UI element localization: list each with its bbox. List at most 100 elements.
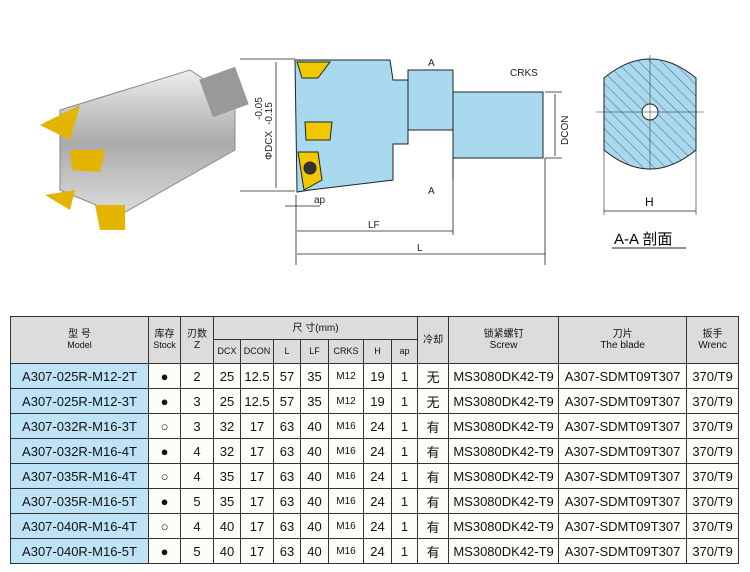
section-marker-top: A [428,58,435,69]
cell-cooling: 有 [417,413,450,439]
section-marker-bottom: A [428,186,435,197]
cell-model: A307-040R-M16-5T [10,538,149,564]
cell-dcx: 25 [213,388,241,414]
cell-z: 4 [180,513,214,539]
crks-label: CRKS [510,68,538,79]
cell-h: 24 [363,413,392,439]
cell-model: A307-035R-M16-5T [10,488,149,514]
header-l: L [273,339,301,364]
cell-ap: 1 [390,488,419,514]
cell-lf: 40 [300,513,329,539]
l-label: L [417,243,423,254]
cell-cooling: 有 [417,463,450,489]
cell-screw: MS3080DK42-T9 [448,438,560,464]
cell-blade: A307-SDMT09T307 [558,413,688,439]
cell-model: A307-035R-M16-4T [10,463,149,489]
cell-l: 63 [273,488,301,514]
header-ap: ap [390,339,419,364]
cell-lf: 40 [300,438,329,464]
cell-cooling: 有 [417,438,450,464]
dcx-label: ΦDCX [264,131,275,160]
cell-wrench: 370/T9 [686,413,740,439]
cell-lf: 40 [300,413,329,439]
cell-crks: M16 [328,438,364,464]
cell-blade: A307-SDMT09T307 [558,388,688,414]
cell-stock: ○ [148,413,181,439]
cell-h: 24 [363,513,392,539]
cell-blade: A307-SDMT09T307 [558,488,688,514]
side-view [294,59,544,193]
header-dimensions: 尺 寸(mm) [212,316,419,340]
cell-dcx: 35 [213,488,241,514]
cell-wrench: 370/T9 [686,513,740,539]
cell-l: 63 [273,463,301,489]
cell-model: A307-025R-M12-2T [10,363,149,389]
cell-model: A307-032R-M16-3T [10,413,149,439]
cell-lf: 40 [300,463,329,489]
cell-dcon: 17 [240,488,274,514]
header-crks: CRKS [328,339,364,364]
cell-cooling: 无 [417,388,450,414]
header-h: H [363,339,392,364]
cell-stock: ● [148,363,181,389]
cell-lf: 35 [300,363,329,389]
section-view: H A-A 剖面 [596,55,704,249]
cell-blade: A307-SDMT09T307 [558,513,688,539]
cell-lf: 40 [300,538,329,564]
cell-wrench: 370/T9 [686,363,740,389]
cell-crks: M16 [328,463,364,489]
tol-upper: -0.05 [254,97,265,120]
cell-dcx: 32 [213,438,241,464]
dimension-lines [240,58,562,265]
tool-drawing: ΦDCX -0.05 -0.15 A A CRKS DCON ap LF L H… [40,55,704,265]
cell-stock: ● [148,538,181,564]
cell-wrench: 370/T9 [686,438,740,464]
cell-wrench: 370/T9 [686,388,740,414]
cell-screw: MS3080DK42-T9 [448,538,560,564]
cell-dcon: 17 [240,538,274,564]
cell-z: 4 [180,438,214,464]
cell-blade: A307-SDMT09T307 [558,463,688,489]
ap-label: ap [314,195,326,206]
cell-model: A307-025R-M12-3T [10,388,149,414]
product-photo [40,66,249,230]
cell-cooling: 有 [417,513,450,539]
cell-l: 57 [273,363,301,389]
cell-wrench: 370/T9 [686,463,740,489]
cell-dcon: 17 [240,463,274,489]
cell-dcon: 12.5 [240,363,274,389]
cell-model: A307-032R-M16-4T [10,438,149,464]
cell-dcx: 25 [213,363,241,389]
cell-dcon: 17 [240,438,274,464]
cell-blade: A307-SDMT09T307 [558,363,688,389]
cell-cooling: 无 [417,363,450,389]
cell-z: 5 [180,538,214,564]
cell-crks: M16 [328,513,364,539]
cell-z: 2 [180,363,214,389]
cell-l: 63 [273,513,301,539]
cell-stock: ● [148,388,181,414]
cell-z: 3 [180,388,214,414]
cell-crks: M12 [328,388,364,414]
cell-dcx: 35 [213,463,241,489]
cell-h: 24 [363,463,392,489]
cell-z: 5 [180,488,214,514]
cell-dcon: 17 [240,413,274,439]
cell-wrench: 370/T9 [686,488,740,514]
cell-ap: 1 [390,363,419,389]
cell-screw: MS3080DK42-T9 [448,363,560,389]
cell-dcon: 17 [240,513,274,539]
cell-h: 19 [363,388,392,414]
section-title: A-A 剖面 [614,231,672,248]
cell-h: 24 [363,488,392,514]
cell-lf: 40 [300,488,329,514]
